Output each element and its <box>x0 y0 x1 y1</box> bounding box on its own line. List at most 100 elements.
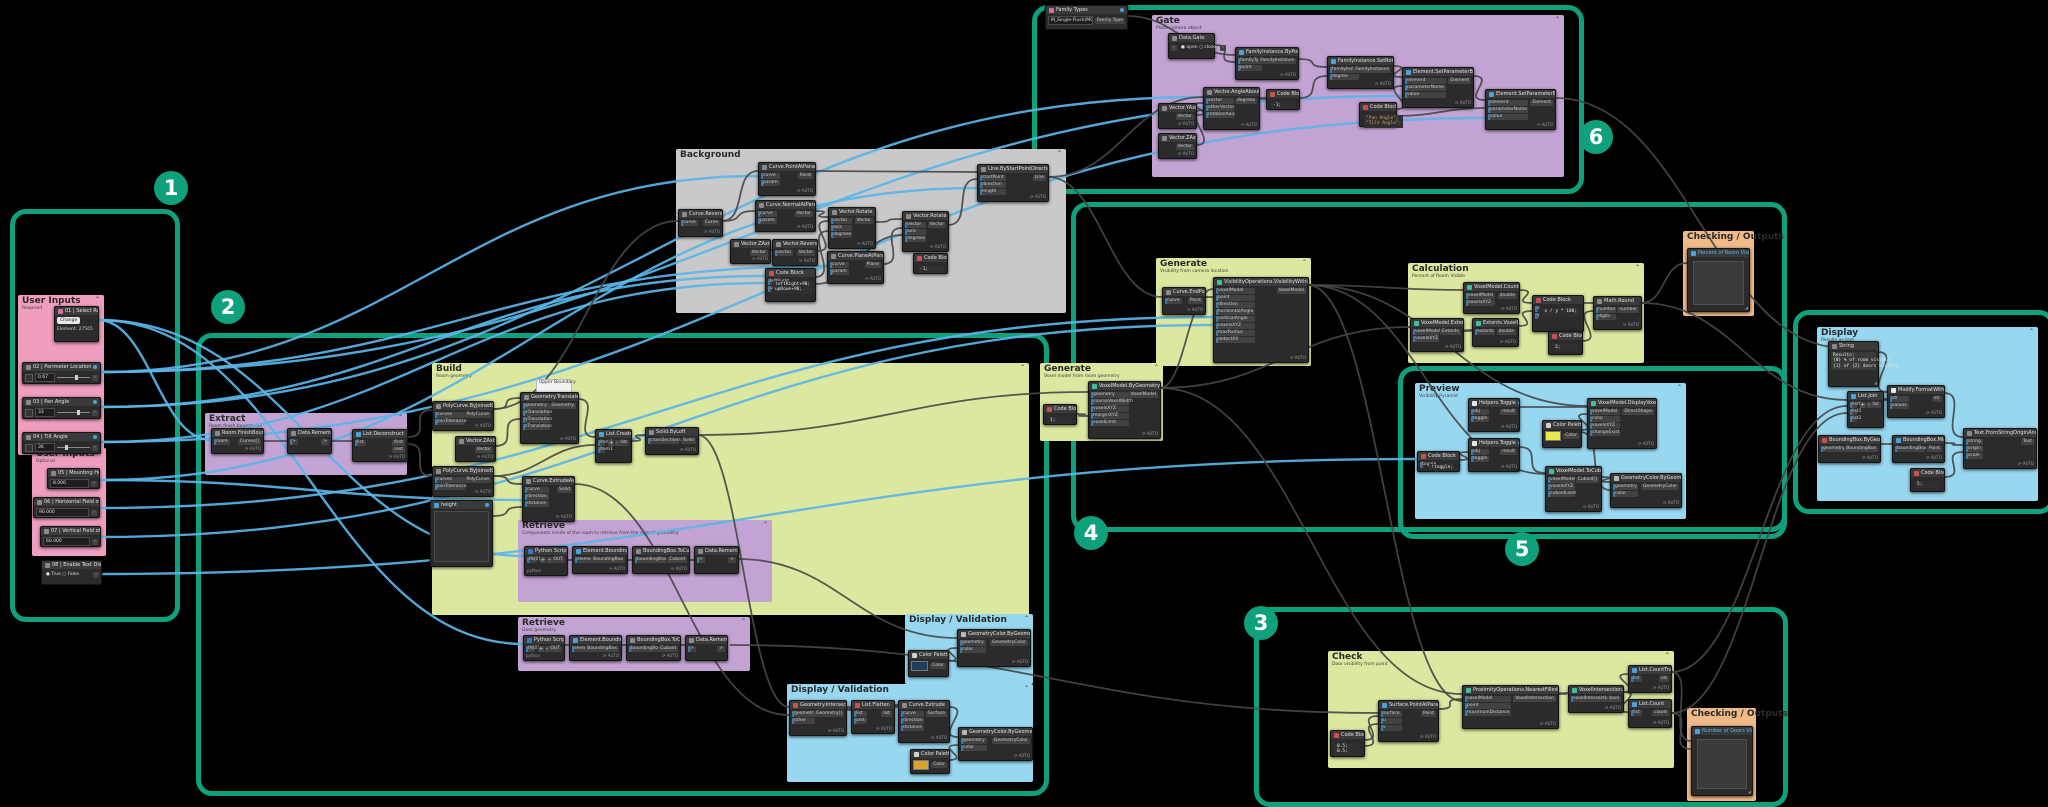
slider-settings-box[interactable] <box>25 443 33 452</box>
port-values[interactable]: values <box>1890 403 1909 409</box>
code-text[interactable]: 1; <box>1048 417 1072 425</box>
port-count[interactable]: count <box>1652 710 1669 716</box>
port-vector[interactable]: vector <box>831 218 853 224</box>
collapse-icon[interactable]: ⌃ <box>1634 264 1640 271</box>
port-parametername[interactable]: parameterName <box>1488 107 1528 113</box>
port-maxradius[interactable]: maxRadius <box>1216 330 1256 336</box>
port-string[interactable]: string <box>1966 439 1983 445</box>
port-curve[interactable]: curve <box>901 711 924 717</box>
port-line[interactable]: Line <box>1032 175 1046 181</box>
output-port[interactable]: › <box>92 538 98 545</box>
port-direction[interactable]: direction <box>901 718 924 724</box>
port-boundingbox[interactable]: boundingBox <box>629 646 661 652</box>
collapse-icon[interactable]: ⌃ <box>762 521 768 528</box>
port-jointolerance[interactable]: joinTolerance <box>435 484 467 490</box>
node-code-block-five[interactable]: Code Block5; <box>1910 468 1945 492</box>
port-list[interactable]: list <box>1870 402 1881 408</box>
port-vector[interactable]: vector <box>1206 98 1234 104</box>
node-geometrycolor-bygeometrycolor-2[interactable]: GeometryColor.ByGeometryColorgeometrycol… <box>958 727 1033 761</box>
string-text[interactable]: Results: {0} % of room visible. {1} of {… <box>1831 352 1901 371</box>
port-distance[interactable]: distance <box>901 725 924 731</box>
node-geometrycolor-bygeometrycolor-3[interactable]: GeometryColor.ByGeometryColorgeometrycol… <box>1610 473 1682 508</box>
port-point[interactable]: Point <box>1926 446 1942 452</box>
port-curve[interactable]: Curve <box>702 220 720 226</box>
port-cuboid[interactable]: Cuboid <box>658 646 678 652</box>
port-voxelsxyz[interactable]: voxelsXYZ <box>1091 406 1130 412</box>
port-direction[interactable]: direction <box>1216 302 1256 308</box>
node-code-block-half[interactable]: Code Block0.5; 0.5; <box>1330 730 1365 757</box>
port-point[interactable]: point <box>1238 65 1262 71</box>
port-item1[interactable]: item1 <box>598 447 614 453</box>
number-value[interactable]: 60.000 <box>43 537 90 546</box>
node-voxelmodel-countfilled[interactable]: VoxelModel.CountFilledvoxelModelvoxelsXY… <box>1463 282 1520 314</box>
port-boundingbox[interactable]: BoundingBox <box>585 646 619 652</box>
node-curve-planeatparameter[interactable]: Curve.PlaneAtParametercurveparamPlane⟳ A… <box>827 251 884 284</box>
port-surface[interactable]: Surface <box>925 711 947 717</box>
slider-track[interactable] <box>57 445 90 450</box>
port-list[interactable]: list <box>1631 710 1642 716</box>
port-number[interactable]: number <box>1596 307 1616 313</box>
port-out[interactable]: OUT <box>551 557 565 563</box>
port-color[interactable]: color <box>961 745 987 751</box>
port-toggle[interactable]: toggle <box>1471 456 1490 462</box>
slider-track[interactable] <box>57 375 90 380</box>
node-voxelmodel-tocuboids[interactable]: VoxelModel.ToCuboidsvoxelModelvoxelsXYZc… <box>1545 466 1602 512</box>
port-rotationaxis[interactable]: rotationAxis <box>1206 112 1235 118</box>
port-double[interactable]: double <box>1496 329 1516 335</box>
node-watch-percent-visible[interactable]: Percent of Room Visible◢ <box>1687 248 1750 312</box>
port-geometry[interactable]: geometry <box>523 403 551 409</box>
port-solid[interactable]: Solid <box>557 487 572 493</box>
port-str[interactable]: str <box>1932 396 1942 402</box>
port-curve[interactable]: curve <box>681 220 698 226</box>
port-point[interactable]: point <box>1216 295 1256 301</box>
node-geometrycolor-bygeometrycolor-1[interactable]: GeometryColor.ByGeometryColorgeometrycol… <box>957 629 1031 667</box>
port-voxelsxyz[interactable]: voxelsXYZ <box>1548 484 1576 490</box>
node-vector-angleaboutaxis[interactable]: Vector.AngleAboutAxisvectorotherVectorro… <box>1203 87 1260 130</box>
node-surface-pointatparameter[interactable]: Surface.PointAtParametersurfaceuvPoint⟳ … <box>1378 700 1439 742</box>
code-text[interactable]: 5; <box>1915 481 1940 489</box>
add-item-button[interactable]: + <box>608 440 615 446</box>
collapse-icon[interactable]: ⌃ <box>94 296 100 303</box>
port-color[interactable]: Color <box>931 762 947 768</box>
resize-handle-icon[interactable]: ◢ <box>1744 305 1748 311</box>
port-voxelsxyz[interactable]: voxelsXYZ <box>1216 323 1256 329</box>
port-surface[interactable]: surface <box>1381 711 1402 717</box>
port-extents[interactable]: extents <box>1475 329 1495 335</box>
port-amt[interactable]: amt <box>854 718 867 724</box>
node-code-block-param-names[interactable]: Code Block"Pan Angle"; "Tilt Angle"; <box>1359 102 1404 128</box>
port-ytranslation[interactable]: yTranslation <box>523 417 553 423</box>
resize-handle-icon[interactable]: ◢ <box>1747 789 1751 795</box>
node-element-boundingbox-1[interactable]: Element.BoundingBoxelementBoundingBox⟳ A… <box>572 546 628 574</box>
port-polycurve[interactable]: PolyCurve <box>464 412 491 418</box>
port-crosssections[interactable]: crossSections <box>648 438 681 444</box>
port-vector[interactable]: vector <box>775 250 794 256</box>
port-x[interactable]: x <box>1535 306 1540 312</box>
port-point[interactable]: Point <box>1187 298 1203 304</box>
port-scale[interactable]: scale <box>1966 453 1983 459</box>
node-room-finishboundary[interactable]: Room.FinishBoundaryroomCurves[]⟳ AUTO <box>211 428 264 454</box>
node-proximity-nearest-filled-voxel[interactable]: ProximityOperations.NearestFilledVoxelIn… <box>1462 685 1559 729</box>
port-geometry[interactable]: Geometry <box>549 403 576 409</box>
port-list[interactable]: list <box>618 440 629 446</box>
port-color[interactable]: color <box>1590 416 1621 422</box>
add-item-button[interactable]: + <box>1859 402 1866 408</box>
node-polycurve-byjoinedcurves-2[interactable]: PolyCurve.ByJoinedCurvescurvesjoinTolera… <box>432 466 494 497</box>
port-curve[interactable]: curve <box>830 262 849 268</box>
output-port[interactable]: › <box>92 409 98 416</box>
remove-item-button[interactable]: − <box>1866 402 1873 408</box>
port-list[interactable]: list <box>355 440 366 446</box>
node-vertical-fov[interactable]: 07 | Vertical Field of View60.000› <box>40 526 101 547</box>
slider-knob[interactable] <box>76 410 80 415</box>
port-u[interactable]: u <box>1381 718 1402 724</box>
port-geometrycolor[interactable]: GeometryColor <box>991 738 1030 744</box>
port-curves[interactable]: curves <box>435 477 465 483</box>
